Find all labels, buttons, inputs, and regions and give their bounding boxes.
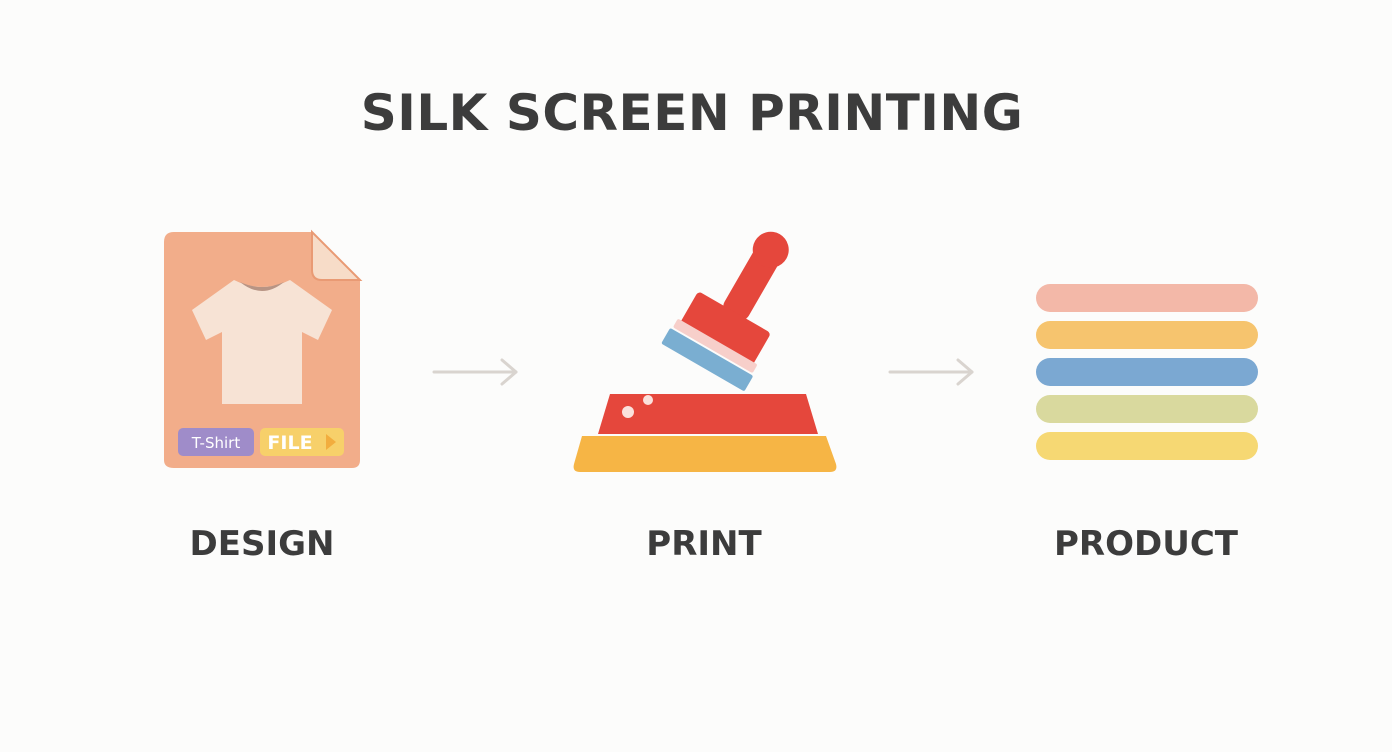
layer-3 [1036, 358, 1258, 386]
diagram-title: SILK SCREEN PRINTING [360, 84, 1024, 142]
stacked-layers-icon [1036, 284, 1258, 460]
step-print [554, 224, 854, 484]
arrow-right-icon [888, 358, 974, 386]
layer-4 [1036, 395, 1258, 423]
step-label-design: DESIGN [189, 524, 335, 564]
step-label-product: PRODUCT [1054, 524, 1238, 564]
tshirt-tag-label: T-Shirt [191, 434, 241, 452]
layer-1 [1036, 284, 1258, 312]
tshirt-tag [178, 428, 254, 456]
arrow-right-icon [432, 358, 518, 386]
file-tag [260, 428, 344, 456]
design-file-icon: T-Shirt FILE [164, 229, 363, 468]
layer-5 [1036, 432, 1258, 460]
step-design: T-Shirt FILE [112, 224, 412, 484]
step-label-print: PRINT [646, 524, 762, 564]
layer-2 [1036, 321, 1258, 349]
tshirt-icon [192, 280, 332, 404]
step-product [996, 224, 1296, 484]
file-tag-label: FILE [267, 432, 312, 454]
play-icon [326, 434, 336, 450]
squeegee-print-icon [573, 231, 837, 472]
